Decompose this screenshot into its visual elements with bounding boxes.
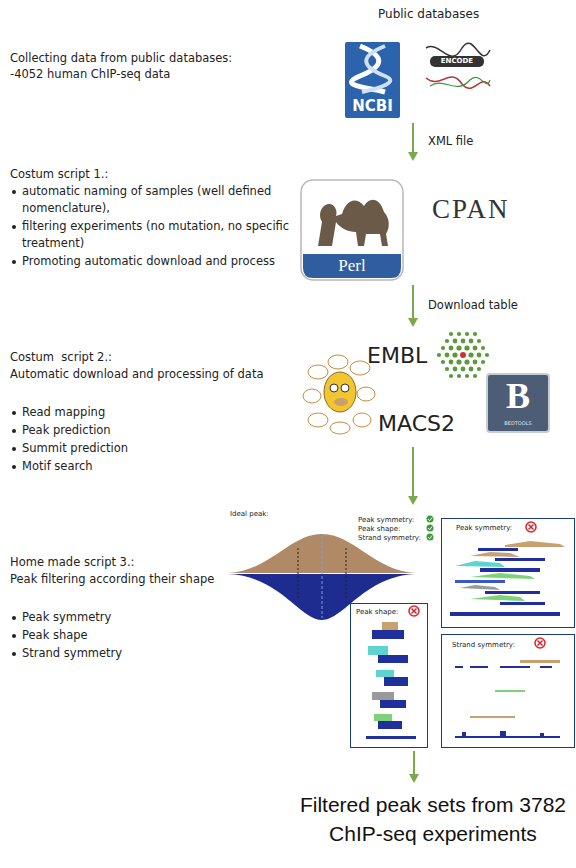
node-text: Peak shape: bbox=[356, 608, 398, 616]
step-text: Costum script 1.: bbox=[10, 166, 295, 183]
flow-arrow bbox=[408, 123, 418, 161]
bullet-item: Peak prediction bbox=[22, 422, 282, 439]
node-text: Peak symmetry: bbox=[358, 516, 414, 524]
node-text: Strand symmetry: bbox=[358, 534, 421, 542]
node-text: Peak symmetry: bbox=[456, 524, 512, 532]
step-text: -4052 human ChIP-seq data bbox=[10, 66, 295, 83]
node-text: Public databases bbox=[378, 8, 479, 22]
node-text: Perl bbox=[303, 256, 401, 276]
step-text: Costum script 2.: bbox=[10, 349, 295, 366]
homer-figure bbox=[303, 355, 375, 434]
step-text: Automatic download and processing of dat… bbox=[10, 366, 275, 383]
node-text: CPAN bbox=[432, 194, 510, 225]
embl-hexagon bbox=[437, 332, 489, 378]
node-text: Filtered peak sets from 3782 ChIP-seq ex… bbox=[296, 790, 570, 849]
node-text: BEDTOOLS bbox=[487, 421, 549, 427]
flow-arrow bbox=[408, 447, 418, 505]
node-text: Strand symmetry: bbox=[452, 641, 515, 649]
step-text: Collecting data from public databases: bbox=[10, 50, 295, 67]
database-group: Public databasesNCBI ENCODE bbox=[330, 4, 508, 120]
ncbi-logo bbox=[345, 42, 400, 118]
edge-label: XML file bbox=[426, 134, 475, 148]
perl-logo bbox=[301, 180, 403, 280]
rejection-panel: Peak symmetry: bbox=[441, 518, 575, 628]
bullet-item: Summit prediction bbox=[22, 440, 282, 457]
misshapen-peaks bbox=[366, 606, 419, 739]
bullet-item: Read mapping bbox=[22, 404, 282, 421]
asymmetric-strands bbox=[455, 638, 560, 738]
ideal-peak bbox=[228, 516, 434, 621]
bullet-item: Strand symmetry bbox=[22, 645, 212, 662]
node-text: ENCODE bbox=[430, 57, 484, 65]
arrow-head bbox=[408, 152, 418, 161]
node-text: NCBI bbox=[345, 98, 400, 115]
bedtools-logo bbox=[487, 374, 549, 432]
node-text: EMBL bbox=[367, 343, 427, 368]
arrow-head bbox=[408, 318, 418, 327]
arrow-line bbox=[412, 123, 414, 153]
bullet-item: Peak shape bbox=[22, 627, 212, 644]
node-text: Ideal peak: bbox=[230, 510, 269, 518]
arrow-head bbox=[409, 774, 419, 783]
encode-logo bbox=[426, 43, 490, 88]
step-text: Home made script 3.: bbox=[10, 554, 220, 571]
node-text: MACS2 bbox=[378, 411, 455, 436]
asymmetric-peaks bbox=[450, 522, 565, 616]
tools-group: EMBL MACS2 B BEDTOOLS bbox=[300, 330, 552, 444]
result-text-block: Filtered peak sets from 3782 ChIP-seq ex… bbox=[296, 786, 572, 858]
bullet-item: filtering experiments (no mutation, no s… bbox=[22, 218, 290, 252]
rejection-panel: Peak shape: bbox=[350, 603, 428, 748]
bullet-item: Motif search bbox=[22, 458, 282, 475]
flow-arrow bbox=[409, 751, 419, 783]
bullet-item: automatic naming of samples (well define… bbox=[22, 183, 290, 217]
bullet-item: Promoting automatic download and process bbox=[22, 253, 290, 270]
arrow-line bbox=[412, 285, 414, 319]
edge-label: Download table bbox=[426, 298, 520, 312]
bullet-item: Peak symmetry bbox=[22, 609, 212, 626]
flow-arrow bbox=[408, 285, 418, 327]
step-text: Peak filtering according their shape bbox=[10, 571, 225, 588]
perl-group: Perl CPAN bbox=[296, 164, 528, 282]
arrow-head bbox=[408, 496, 418, 505]
arrow-line bbox=[412, 447, 414, 497]
rejection-panel: Strand symmetry: bbox=[441, 634, 575, 748]
node-text: Peak shape: bbox=[358, 525, 400, 533]
arrow-line bbox=[413, 751, 415, 775]
node-text: B bbox=[487, 376, 549, 417]
